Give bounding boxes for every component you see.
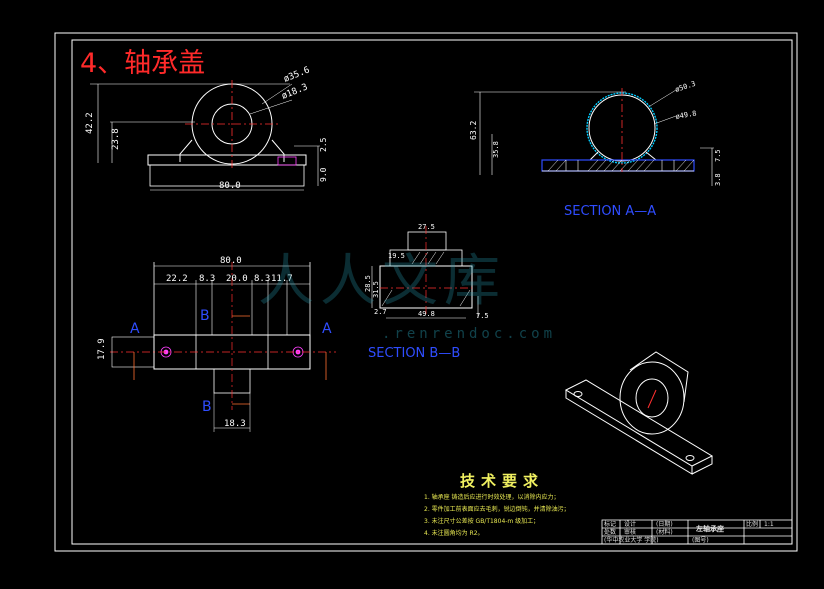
dim-aa-d2: ø49.8	[675, 109, 697, 121]
dim-front-h-base-top: 2.5	[319, 137, 328, 152]
aa-leader-1	[649, 89, 677, 107]
title-block-r1: 标记	[604, 521, 617, 528]
section-aa-label: SECTION A—A	[564, 204, 656, 219]
title-block-scale: 1:1	[764, 521, 774, 528]
front-view: ø35.6 ø18.3 42.2 23.8 2.5 9.0 80.0	[85, 65, 328, 191]
dim-bb-h-c: 2.7	[374, 308, 387, 316]
watermark-logo-text: 人人文库	[258, 249, 506, 314]
section-aa-view: ø50.3 ø49.8 63.2 35.8 7.5 3.8 SECTION A—…	[469, 80, 722, 219]
dim-aa-h-right1: 7.5	[714, 149, 722, 162]
dim-top-depth: 17.9	[97, 338, 107, 360]
dim-top-s3: 20.0	[226, 274, 248, 284]
dim-top-s4: 8.3	[254, 274, 270, 284]
tech-requirements-title: 技术要求	[460, 472, 545, 490]
top-dim-17-9	[111, 336, 155, 368]
title-block-r4: 审核	[624, 529, 637, 536]
dim-front-h-total: 42.2	[85, 112, 95, 134]
dim-front-h-base: 9.0	[319, 167, 328, 182]
iso-hole-left	[573, 391, 583, 397]
page-title: 4、轴承盖	[80, 48, 206, 79]
dim-top-s5: 11.7	[271, 274, 293, 284]
isometric-view	[564, 351, 714, 475]
iso-base-top	[564, 379, 714, 467]
dim-bb-bottom: 49.8	[418, 310, 435, 318]
dim-bb-h-a: 28.5	[364, 275, 372, 292]
iso-base-side	[691, 456, 713, 475]
dim-top-s1: 22.2	[166, 274, 188, 284]
section-bb-view: 27.5 19.5 28.5 31.5 2.7 49.8 7.5 SECTION…	[364, 223, 489, 361]
title-block-frame	[601, 519, 793, 545]
top-view: 80.0 22.2 8.3 20.0 8.3 11.7 17.9 18.3 A …	[97, 256, 336, 432]
leader-35-6	[261, 83, 293, 105]
title-block-date: (日期)	[656, 521, 673, 528]
title-block	[601, 519, 793, 545]
dim-bb-d-left: 19.5	[388, 252, 405, 260]
cut-label-a-left: A	[130, 321, 140, 337]
tech-requirement-1: 1. 轴承座 铸造后应进行时效处理，以消除内应力；	[424, 494, 560, 501]
dim-front-d2: ø18.3	[280, 82, 309, 101]
dim-top-s2: 8.3	[199, 274, 215, 284]
aa-leader-2	[653, 115, 677, 125]
title-block-scale-label: 比例	[746, 521, 759, 528]
title-block-part-name: 左轴承座	[696, 525, 724, 533]
cut-label-a-right: A	[322, 321, 332, 337]
title-block-r3: 设计	[624, 521, 637, 528]
cut-label-b-bottom: B	[202, 399, 212, 415]
bb-hatch	[381, 251, 471, 307]
dim-top-width: 80.0	[220, 256, 242, 266]
dim-bb-h-b: 31.5	[372, 281, 380, 298]
front-bolt-hole	[277, 156, 297, 166]
front-web	[179, 139, 285, 162]
iso-hole-right	[685, 455, 695, 461]
dim-front-h-center: 23.8	[111, 128, 121, 150]
outer-border	[54, 32, 798, 552]
dim-aa-d1: ø50.3	[674, 80, 697, 94]
title-block-r2: 处数	[604, 529, 617, 536]
dim-top-bottom: 18.3	[224, 419, 246, 429]
tech-requirement-4: 4. 未注圆角均为 R2。	[424, 530, 484, 537]
dim-aa-h-total: 63.2	[469, 121, 478, 140]
iso-housing	[619, 361, 685, 435]
dim-front-d1: ø35.6	[282, 65, 311, 84]
tech-requirement-2: 2. 零件加工前表面应去毛刺，锐边倒钝，并清除油污；	[424, 506, 570, 513]
front-base-lower	[149, 164, 305, 187]
inner-border	[71, 39, 793, 545]
watermark-url: .renrendoc.com	[382, 326, 557, 342]
iso-bore	[635, 378, 669, 418]
dim-front-width: 80.0	[219, 181, 241, 191]
iso-housing-top	[629, 351, 689, 403]
dim-aa-h-center: 35.8	[492, 141, 500, 158]
tech-requirement-3: 3. 未注尺寸公差按 GB/T1804-m 级加工；	[424, 518, 540, 525]
aa-hatch	[547, 159, 695, 172]
title-block-school: (华中农业大学 学院)	[604, 537, 659, 544]
title-block-material: (材料)	[656, 529, 673, 536]
dim-aa-h-right2: 3.8	[714, 173, 722, 186]
dim-bb-h-right: 7.5	[476, 312, 489, 320]
leader-18-3	[249, 99, 293, 115]
iso-bore-mark	[647, 389, 657, 409]
cut-label-b-top: B	[200, 308, 210, 324]
dim-bb-top: 27.5	[418, 223, 435, 231]
section-bb-label: SECTION B—B	[368, 346, 460, 361]
title-block-drawing-no: (图号)	[692, 537, 709, 544]
iso-base-front	[565, 390, 693, 475]
